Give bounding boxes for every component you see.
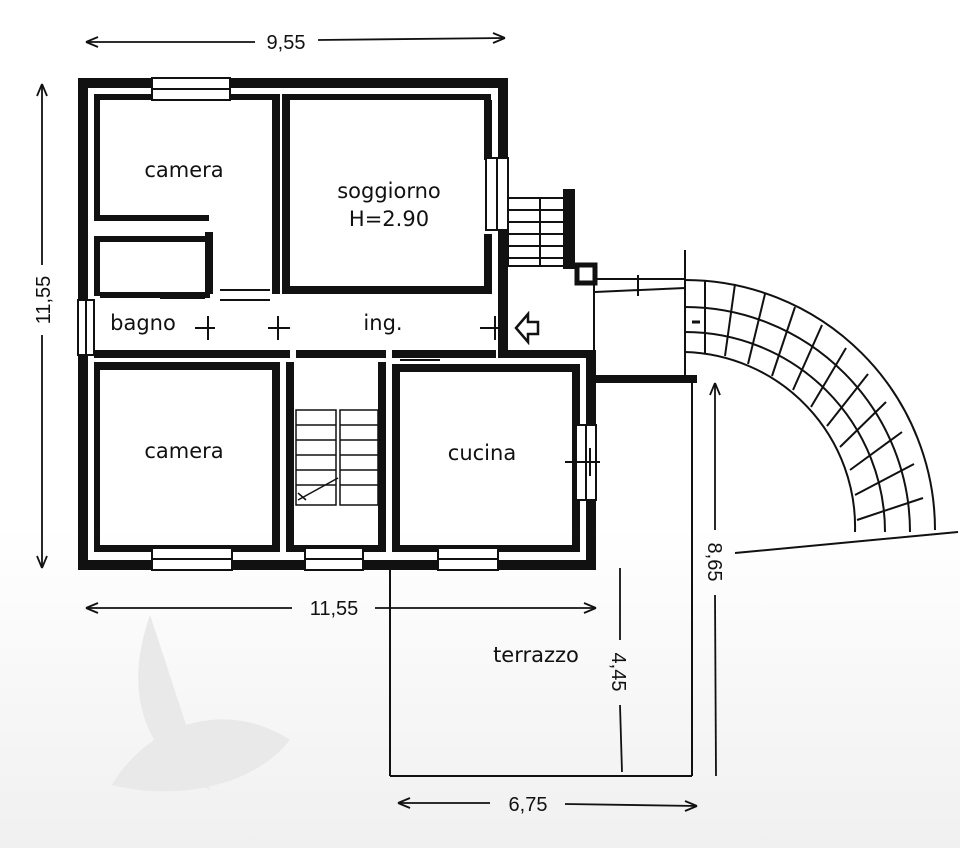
room-label-cucina: cucina	[448, 441, 516, 465]
dimension-lines	[36, 32, 721, 812]
terrace-outline	[389, 531, 959, 777]
dim-left-height: 11,55	[33, 276, 55, 325]
internal-stairs	[295, 409, 379, 506]
walkway	[593, 250, 697, 776]
dim-terrace-width: 6,75	[509, 794, 548, 816]
dim-terrace-depth: 4,45	[607, 653, 629, 692]
room-label-soggiorno-height: H=2.90	[349, 207, 429, 231]
room-label-bagno: bagno	[110, 311, 176, 335]
room-label-camera-top: camera	[144, 158, 223, 182]
room-label-camera-bottom: camera	[144, 439, 223, 463]
room-label-soggiorno: soggiorno	[337, 179, 441, 203]
external-stairs	[507, 189, 598, 286]
doors	[160, 289, 600, 476]
room-label-terrazzo: terrazzo	[493, 643, 579, 667]
dim-bottom-width: 11,55	[310, 598, 359, 620]
dim-right-height: 8,65	[703, 543, 725, 582]
leaf-watermark	[112, 615, 290, 792]
entrance-arrow-icon	[514, 310, 540, 346]
room-label-ingresso: ing.	[363, 311, 402, 335]
curved-ramp	[684, 279, 936, 533]
dim-top-width: 9,55	[267, 32, 306, 54]
